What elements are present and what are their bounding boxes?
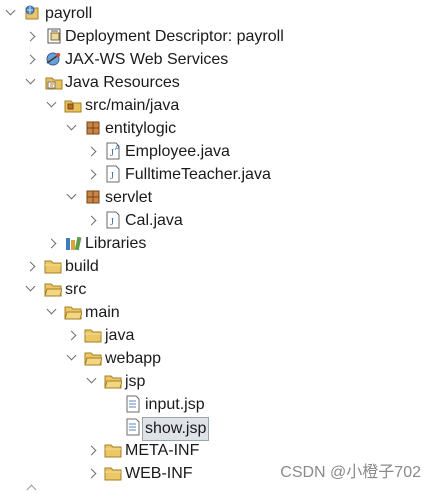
- tree-item-label: META-INF: [125, 442, 200, 459]
- folder-icon: [44, 280, 63, 298]
- chevron-right-icon[interactable]: [46, 238, 57, 249]
- chevron-right-icon[interactable]: [25, 31, 36, 42]
- folder-icon: [64, 303, 83, 321]
- svg-text:J: J: [110, 217, 114, 228]
- tree-item-package-servlet[interactable]: servlet: [0, 187, 435, 210]
- tree-item-fulltime-teacher-java[interactable]: J FulltimeTeacher.java: [0, 164, 435, 187]
- svg-text:J: J: [110, 148, 114, 159]
- chevron-right-icon[interactable]: [86, 215, 97, 226]
- tree-item-src-main-java[interactable]: src/main/java: [0, 95, 435, 118]
- chevron-down-icon[interactable]: [46, 97, 57, 108]
- tree-item-deployment-descriptor[interactable]: Deployment Descriptor: payroll: [0, 26, 435, 49]
- jsp-file-icon: [124, 418, 142, 436]
- tree-item-web-inf[interactable]: WEB-INF: [0, 463, 435, 486]
- tree-item-label: JAX-WS Web Services: [65, 51, 229, 68]
- java-file-icon: J: [104, 165, 122, 183]
- web-project-icon: [24, 4, 42, 22]
- folder-icon: [84, 326, 102, 344]
- tree-item-libraries[interactable]: Libraries: [0, 233, 435, 256]
- tree-item-label: Cal.java: [125, 212, 183, 229]
- chevron-right-icon[interactable]: [66, 330, 77, 341]
- tree-item-label: java: [105, 327, 135, 344]
- tree-item-jsp-folder[interactable]: jsp: [0, 371, 435, 394]
- tree-item-package-entitylogic[interactable]: entitylogic: [0, 118, 435, 141]
- tree-item-label: payroll: [45, 5, 93, 22]
- java-file-icon: J: [104, 211, 122, 229]
- chevron-down-icon[interactable]: [25, 281, 36, 292]
- tree-item-label: Libraries: [85, 235, 147, 252]
- tree-item-label: webapp: [105, 350, 162, 367]
- tree-item-label: input.jsp: [145, 396, 205, 413]
- jsp-file-icon: [124, 395, 142, 413]
- tree-item-cal-java[interactable]: J Cal.java: [0, 210, 435, 233]
- folder-icon: [104, 372, 123, 390]
- tree-item-java-folder[interactable]: java: [0, 325, 435, 348]
- deployment-descriptor-icon: [45, 27, 63, 45]
- chevron-down-icon[interactable]: [66, 350, 77, 361]
- svg-text:J: J: [110, 171, 114, 182]
- tree-item-label: src: [65, 281, 87, 298]
- tree-item-label: jsp: [125, 373, 146, 390]
- chevron-right-icon[interactable]: [25, 54, 36, 65]
- tree-item-src[interactable]: src: [0, 279, 435, 302]
- tree-item-jaxws[interactable]: JAX-WS Web Services: [0, 49, 435, 72]
- tree-item-webapp[interactable]: webapp: [0, 348, 435, 371]
- chevron-down-icon[interactable]: [86, 373, 97, 384]
- tree-item-label: FulltimeTeacher.java: [125, 166, 271, 183]
- tree-item-label: main: [85, 304, 120, 321]
- tree-item-label: Java Resources: [65, 74, 180, 91]
- tree-item-label: build: [65, 258, 99, 275]
- tree-item-label: show.jsp: [142, 417, 210, 441]
- chevron-down-icon[interactable]: [46, 304, 57, 315]
- source-folder-icon: [64, 96, 82, 114]
- chevron-down-icon[interactable]: [66, 189, 77, 200]
- folder-icon: [44, 257, 62, 275]
- tree-item-java-resources[interactable]: Java Resources: [0, 72, 435, 95]
- folder-icon: [104, 441, 122, 459]
- tree-item-label: src/main/java: [85, 97, 180, 114]
- watermark: CSDN @小橙子702: [280, 464, 421, 481]
- chevron-down-icon[interactable]: [25, 74, 36, 85]
- package-icon: [84, 119, 102, 137]
- tree-item-label: servlet: [105, 189, 153, 206]
- tree-item-payroll[interactable]: payroll: [0, 3, 435, 26]
- chevron-down-icon[interactable]: [66, 120, 77, 131]
- chevron-right-icon[interactable]: [86, 169, 97, 180]
- java-resources-icon: [45, 73, 63, 91]
- chevron-down-icon[interactable]: [5, 5, 16, 16]
- svg-text:A: A: [115, 145, 120, 152]
- tree-item-label: entitylogic: [105, 120, 177, 137]
- chevron-right-icon[interactable]: [86, 468, 97, 479]
- chevron-right-icon[interactable]: [86, 445, 97, 456]
- tree-item-show-jsp[interactable]: show.jsp: [0, 417, 435, 441]
- tree-item-input-jsp[interactable]: input.jsp: [0, 394, 435, 417]
- tree-item-main[interactable]: main: [0, 302, 435, 325]
- libraries-icon: [64, 234, 82, 252]
- tree-item-build[interactable]: build: [0, 256, 435, 279]
- folder-icon: [84, 349, 103, 367]
- tree-item-label: WEB-INF: [125, 465, 193, 482]
- tree-item-meta-inf[interactable]: META-INF: [0, 440, 435, 463]
- chevron-right-icon[interactable]: [25, 261, 36, 272]
- tree-item-label: Employee.java: [125, 143, 230, 160]
- chevron-right-icon[interactable]: [86, 146, 97, 157]
- web-services-icon: [45, 50, 63, 68]
- tree-item-label: Deployment Descriptor: payroll: [65, 28, 284, 45]
- folder-icon: [104, 464, 122, 482]
- package-icon: [84, 188, 102, 206]
